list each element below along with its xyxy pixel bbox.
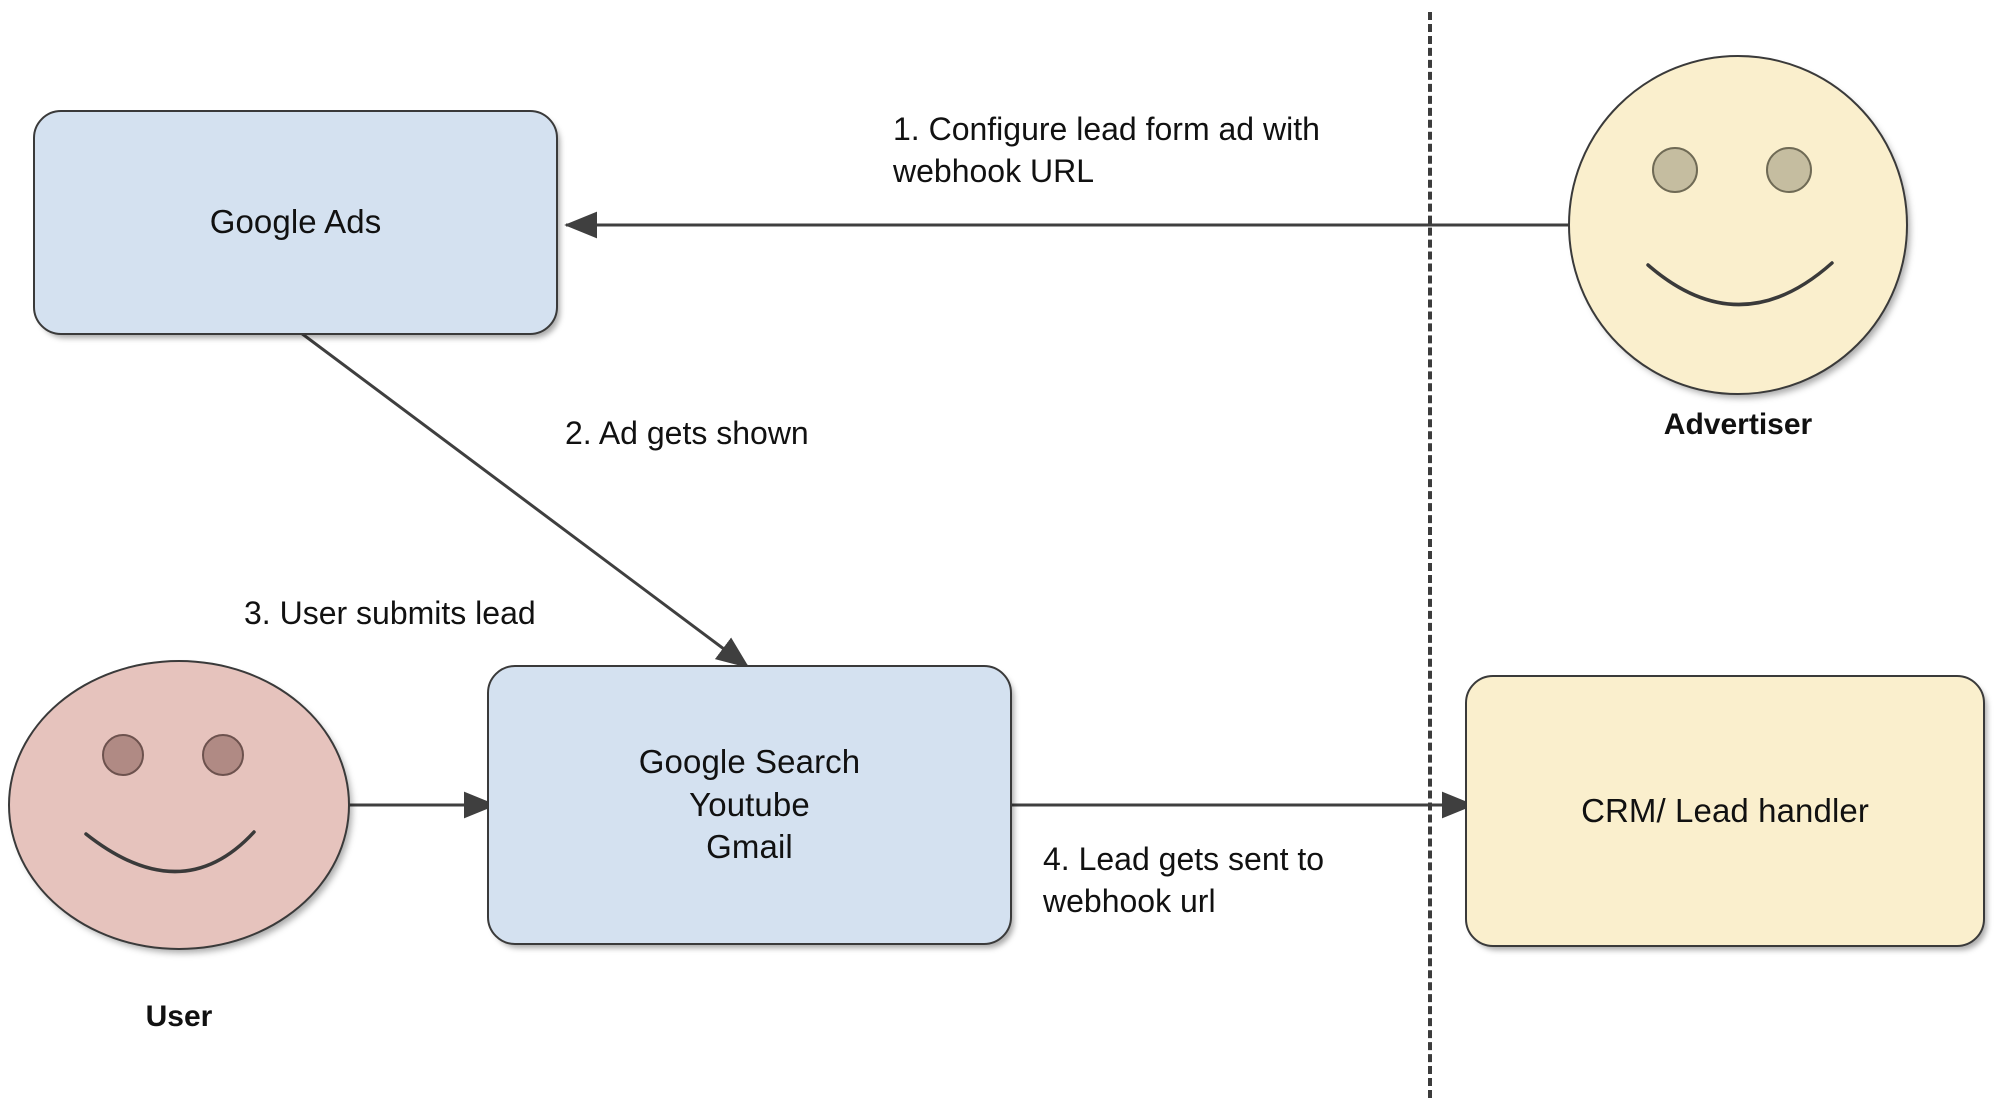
advertiser-right-eye-icon [1766,147,1812,193]
user-caption: User [145,1000,213,1033]
step-label-2: 2. Ad gets shown [565,415,809,451]
node-google-surfaces[interactable]: Google Search Youtube Gmail [487,665,1012,945]
advertiser-smile-icon [1646,261,1834,307]
arrow-google-ads-to-surfaces [296,328,750,669]
user-right-eye-icon [202,734,244,776]
advertiser-face-icon[interactable] [1568,55,1908,395]
step-label-4: 4. Lead gets sent to webhook url [1043,841,1325,920]
advertiser-left-eye-icon [1652,147,1698,193]
user-face-icon[interactable] [8,660,350,950]
user-left-eye-icon [102,734,144,776]
node-crm-lead-handler[interactable]: CRM/ Lead handler [1465,675,1985,947]
google-advertiser-boundary [1428,12,1432,1098]
node-google-ads-label: Google Ads [209,203,382,241]
advertiser-caption: Advertiser [1663,408,1813,441]
node-crm-lead-handler-label: CRM/ Lead handler [1581,791,1869,829]
step-label-1: 1. Configure lead form ad with webhook U… [893,111,1320,190]
node-google-surfaces-label: Google Search Youtube Gmail [638,742,861,866]
node-google-ads[interactable]: Google Ads [33,110,558,335]
user-smile-icon [84,830,256,874]
step-label-3: 3. User submits lead [244,595,536,631]
